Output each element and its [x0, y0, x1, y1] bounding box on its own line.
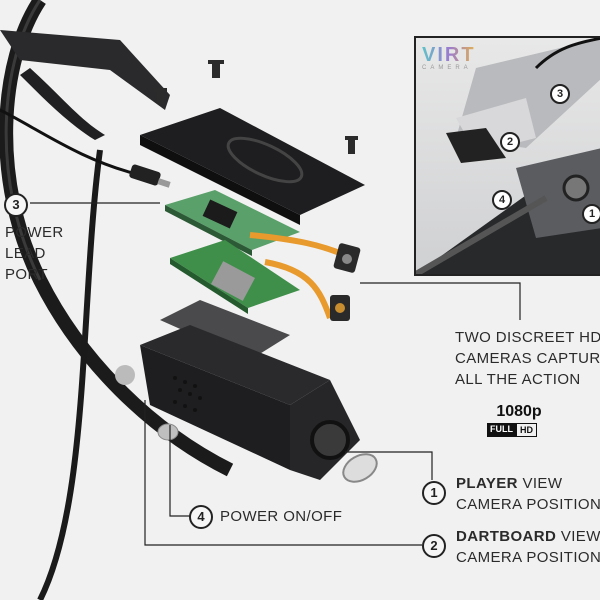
callout-number-4: 4 — [189, 505, 213, 529]
inset-callout-1: 1 — [582, 204, 600, 224]
power-on-off-label: POWER ON/OFF — [220, 508, 343, 525]
mount-plate — [140, 108, 365, 215]
inset-callout-4: 4 — [492, 190, 512, 210]
product-inset-photo: VIRT CAMERA 3 2 4 1 — [414, 36, 600, 276]
1080p-badge: 1080p FULL HD — [487, 403, 551, 437]
inset-callout-2: 2 — [500, 132, 520, 152]
heatsink — [160, 300, 290, 360]
cameras-description: TWO DISCREET HD CAMERAS CAPTURE ALL THE … — [455, 329, 600, 388]
callout-number-2: 2 — [422, 534, 446, 558]
power-cable — [0, 108, 141, 177]
virt-logo: VIRT CAMERA — [422, 44, 476, 71]
camera-housing — [140, 325, 360, 480]
player-view-label: PLAYER VIEW CAMERA POSITION — [456, 475, 600, 513]
inset-illustration — [416, 38, 600, 274]
power-lead-label: POWER LEAD PORT — [5, 224, 64, 283]
callout-number-1: 1 — [422, 481, 446, 505]
bracket-arm — [0, 30, 170, 110]
dartboard-view-label: DARTBOARD VIEW CAMERA POSITION — [456, 528, 600, 566]
inset-callout-3: 3 — [550, 84, 570, 104]
callout-number-3: 3 — [4, 193, 28, 217]
